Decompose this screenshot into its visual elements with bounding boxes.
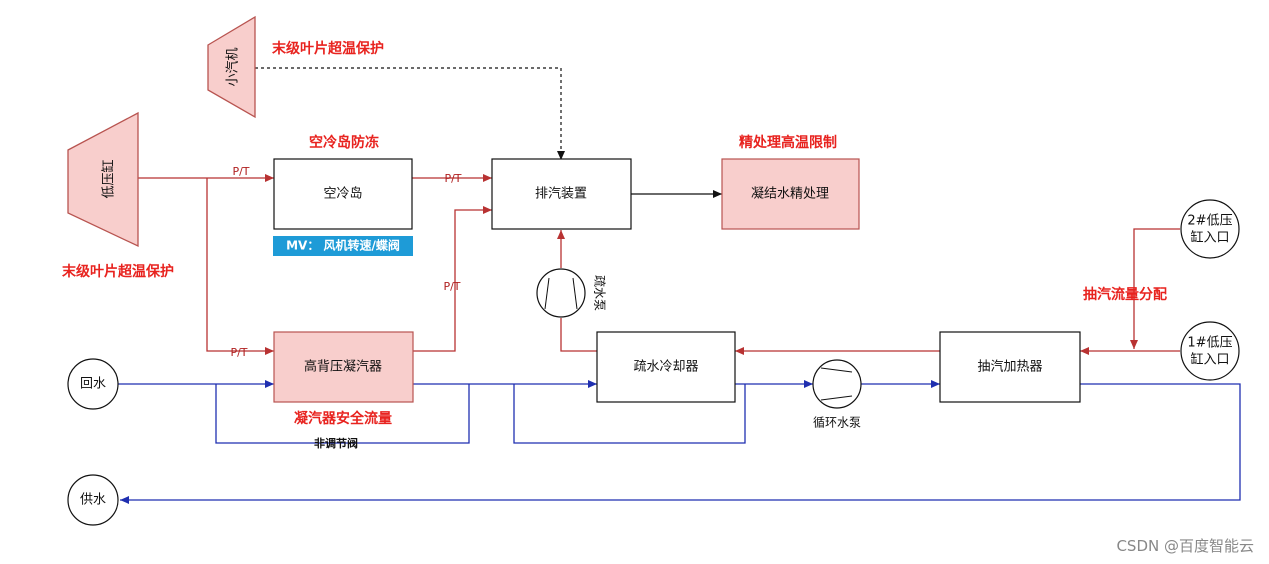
annotation-polishing-high-temp: 精处理高温限制 xyxy=(739,134,837,151)
supply-water-label: 供水 xyxy=(80,493,106,508)
pt-label-lp-aci: P/T xyxy=(232,165,249,178)
drain-cooler-box: 疏水冷却器 xyxy=(596,331,736,403)
annotation-last-blade-left: 末级叶片超温保护 xyxy=(62,263,174,280)
bypass-line-condenser xyxy=(215,384,470,444)
extraction-heater-box: 抽汽加热器 xyxy=(939,331,1081,403)
condensate-polishing-label: 凝结水精处理 xyxy=(751,186,829,202)
mv-label-badge: MV： 风机转速/蝶阀 xyxy=(273,236,413,256)
drain-cooler-label: 疏水冷却器 xyxy=(633,360,698,375)
non-regulating-valve-label: 非调节阀 xyxy=(314,436,358,450)
pt-label-lp-condenser: P/T xyxy=(230,346,247,359)
drain-pump: 疏水泵 xyxy=(536,268,608,318)
mv-label: MV： 风机转速/蝶阀 xyxy=(286,238,400,253)
hbp-condenser-label: 高背压凝汽器 xyxy=(304,359,382,375)
lp2-inlet-label-2: 缸入口 xyxy=(1190,230,1229,246)
annotation-extraction-flow-dist: 抽汽流量分配 xyxy=(1083,286,1167,303)
exhaust-device-label: 排汽装置 xyxy=(535,187,587,202)
pt-label-aci-exhaust: P/T xyxy=(444,172,461,185)
lp2-inlet-node: 2#低压 缸入口 xyxy=(1180,199,1240,259)
small-turbine: 小汽机 xyxy=(207,15,256,119)
lp1-inlet-label-2: 缸入口 xyxy=(1190,352,1229,368)
drain-pump-label: 疏水泵 xyxy=(593,275,608,311)
lp1-inlet-node: 1#低压 缸入口 xyxy=(1180,321,1240,381)
watermark: CSDN @百度智能云 xyxy=(1116,537,1254,555)
steam-line-condenser-to-exhaust xyxy=(413,206,492,352)
bypass-line-cooler xyxy=(513,384,746,444)
extraction-heater-label: 抽汽加热器 xyxy=(977,360,1042,375)
annotation-condenser-safe-flow: 凝汽器安全流量 xyxy=(294,410,392,427)
small-turbine-label: 小汽机 xyxy=(226,47,241,86)
steam-line-lp-to-condenser xyxy=(206,178,274,355)
hbp-condenser-box: 高背压凝汽器 xyxy=(273,331,414,403)
annotation-last-blade-top: 末级叶片超温保护 xyxy=(272,40,384,57)
circ-pump: 循环水泵 xyxy=(812,359,862,430)
annotation-air-cooling-antifreeze: 空冷岛防冻 xyxy=(309,134,379,151)
lp-cylinder-label: 低压缸 xyxy=(101,159,117,198)
exhaust-device-box: 排汽装置 xyxy=(491,158,632,230)
water-line-heater-to-supply xyxy=(120,383,1241,504)
lp2-inlet-label-1: 2#低压 xyxy=(1187,214,1232,229)
return-water-node: 回水 xyxy=(67,358,119,410)
lp-cylinder: 低压缸 xyxy=(67,111,139,248)
pt-label-condenser-exhaust: P/T xyxy=(443,280,460,293)
return-water-label: 回水 xyxy=(80,377,106,392)
supply-water-node: 供水 xyxy=(67,474,119,526)
lp1-inlet-label-1: 1#低压 xyxy=(1187,336,1232,351)
air-cooling-island-box: 空冷岛 xyxy=(273,158,413,230)
air-cooling-island-label: 空冷岛 xyxy=(323,186,362,202)
drain-line-cooler-to-pump xyxy=(560,318,597,352)
circ-pump-label: 循环水泵 xyxy=(813,416,861,430)
steam-line-lp2-to-heater xyxy=(1130,228,1180,349)
condensate-polishing-box: 凝结水精处理 xyxy=(721,158,860,230)
dashed-line-small-turbine xyxy=(255,67,565,160)
